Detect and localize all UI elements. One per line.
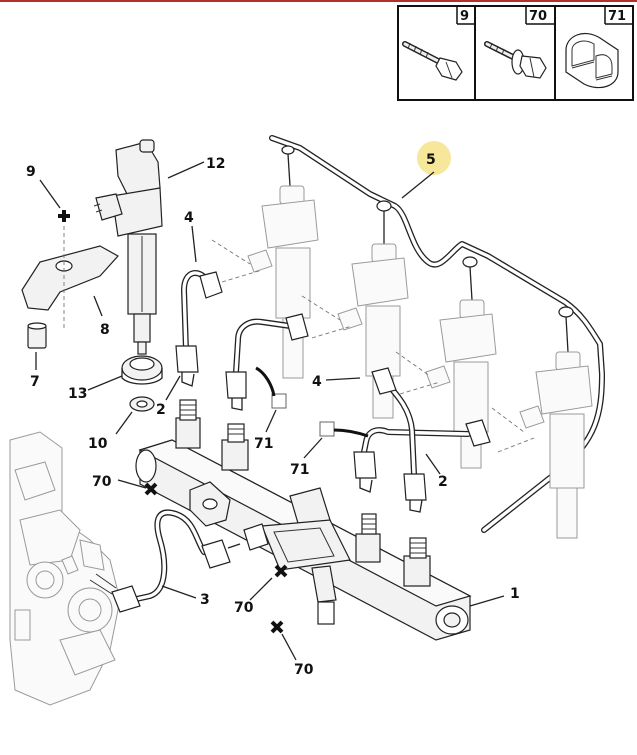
callout-70-left: 70 xyxy=(92,474,112,490)
callout-4-upper: 4 xyxy=(184,210,194,226)
callout-labels: 5 9 12 4 8 7 13 10 2 71 71 4 2 70 3 70 7… xyxy=(26,152,520,678)
parts-header-label-71: 71 xyxy=(608,9,626,24)
injector-spacer-7 xyxy=(27,322,47,349)
pipe-clip-marker-lower xyxy=(319,421,369,438)
parts-header-label-9: 9 xyxy=(460,9,469,24)
callout-5: 5 xyxy=(426,152,436,168)
parts-header-label-70: 70 xyxy=(529,9,547,24)
sealing-washer-10 xyxy=(129,396,155,412)
callout-12: 12 xyxy=(206,156,225,172)
fuel-rail xyxy=(135,399,472,641)
callout-4-lower: 4 xyxy=(312,374,322,390)
callout-1: 1 xyxy=(510,586,520,602)
engine-block-background xyxy=(9,431,121,706)
leader-lines xyxy=(35,161,505,661)
supply-pipe xyxy=(89,509,241,613)
clamp-screw-marker xyxy=(58,210,70,222)
rail-bolt-marker-2 xyxy=(274,564,288,578)
injector-clamp xyxy=(21,226,119,330)
screw-icon xyxy=(402,41,463,81)
injector-seal-13 xyxy=(121,355,163,385)
hp-pipes-right xyxy=(353,367,491,513)
installed-injectors xyxy=(211,185,593,539)
pipe-clip-marker-upper xyxy=(255,366,287,409)
callout-3: 3 xyxy=(200,592,210,608)
injector-ghost-4 xyxy=(491,351,593,539)
parts-header-table: 9 70 71 xyxy=(397,5,634,101)
injector-exploded xyxy=(93,139,163,355)
callout-70-bottom: 70 xyxy=(294,662,314,678)
callout-70-middle: 70 xyxy=(234,600,254,616)
callout-71-left: 71 xyxy=(254,436,273,452)
callout-10: 10 xyxy=(88,436,108,452)
top-border-line xyxy=(0,0,637,2)
bolt-washer-icon xyxy=(484,41,547,79)
callout-13: 13 xyxy=(68,386,87,402)
injector-ghost-1 xyxy=(211,185,319,379)
callout-8: 8 xyxy=(100,322,110,338)
pipe-clip-icon xyxy=(565,33,619,89)
leak-off-return-hose xyxy=(269,135,605,533)
callout-7: 7 xyxy=(30,374,40,390)
callout-9: 9 xyxy=(26,164,36,180)
highlight-circle xyxy=(417,141,451,175)
callout-71-right: 71 xyxy=(290,462,309,478)
hp-pipes-left xyxy=(175,270,309,411)
injector-ghost-3 xyxy=(395,299,497,469)
rail-bolt-marker-3 xyxy=(270,620,284,634)
rail-bolt-marker-1 xyxy=(144,482,158,496)
callout-2-right: 2 xyxy=(438,474,448,490)
callout-2-left: 2 xyxy=(156,402,166,418)
injector-ghost-2 xyxy=(301,243,409,419)
